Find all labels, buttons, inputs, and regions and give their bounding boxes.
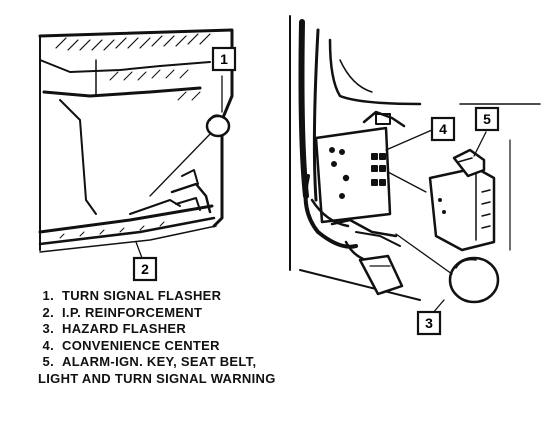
legend-item: 3.HAZARD FLASHER xyxy=(42,321,187,336)
callout-3: 3 xyxy=(416,310,442,336)
callout-4: 4 xyxy=(430,116,456,142)
left-view xyxy=(38,28,234,259)
callout-4-label: 4 xyxy=(439,121,447,137)
legend-item-continuation: LIGHT AND TURN SIGNAL WARNING xyxy=(38,370,276,386)
callout-2-label: 2 xyxy=(141,261,149,277)
legend-item: 2.I.P. REINFORCEMENT xyxy=(42,304,203,320)
callout-2: 2 xyxy=(132,256,158,282)
legend: 1.TURN SIGNAL FLASHER 2.I.P. REINFORCEME… xyxy=(30,288,390,387)
legend-item: 5.ALARM-IGN. KEY, SEAT BELT, xyxy=(42,354,257,369)
callout-5-label: 5 xyxy=(483,111,491,127)
legend-item: 1.TURN SIGNAL FLASHER xyxy=(42,288,222,303)
legend-item: 4.CONVENIENCE CENTER xyxy=(42,337,220,353)
callout-3-label: 3 xyxy=(425,315,433,331)
callout-5: 5 xyxy=(474,106,500,132)
callout-1: 1 xyxy=(211,46,237,72)
callout-1-label: 1 xyxy=(220,51,228,67)
right-view xyxy=(289,15,541,315)
